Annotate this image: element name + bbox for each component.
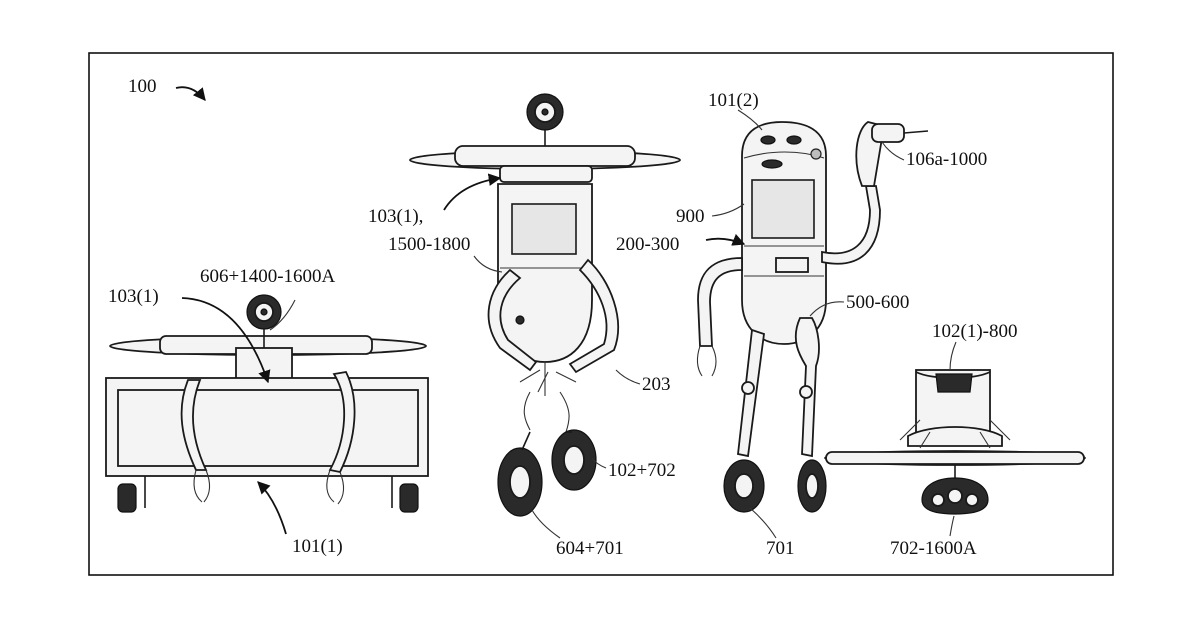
drone-robot: [410, 94, 680, 516]
label-cart-robot: 101(1): [292, 536, 343, 557]
label-drone-center: 103(1),: [368, 206, 423, 227]
label-wheel-single: 701: [766, 538, 795, 559]
label-lower-wheels: 604+701: [556, 538, 624, 559]
label-drill-tool: 106a-1000: [906, 149, 987, 170]
label-leg-range: 500-600: [846, 292, 909, 313]
label-head-unit: 900: [676, 206, 705, 227]
label-drone-small: 102(1)-800: [932, 321, 1017, 342]
label-humanoid-robot: 101(2): [708, 90, 759, 111]
label-fig-ref: 100: [128, 76, 157, 97]
label-torso-range: 200-300: [616, 234, 679, 255]
fig-ref-arrow: [176, 87, 205, 100]
label-arm-tip: 203: [642, 374, 671, 395]
label-drone-top-left: 103(1): [108, 286, 159, 307]
label-track-unit: 702-1600A: [890, 538, 977, 559]
cart-robot: [106, 295, 428, 512]
label-wheel-pair: 102+702: [608, 460, 676, 481]
label-drone-range: 1500-1800: [388, 234, 470, 255]
label-drone-assembly: 606+1400-1600A: [200, 266, 336, 287]
small-drone: [825, 370, 1085, 514]
